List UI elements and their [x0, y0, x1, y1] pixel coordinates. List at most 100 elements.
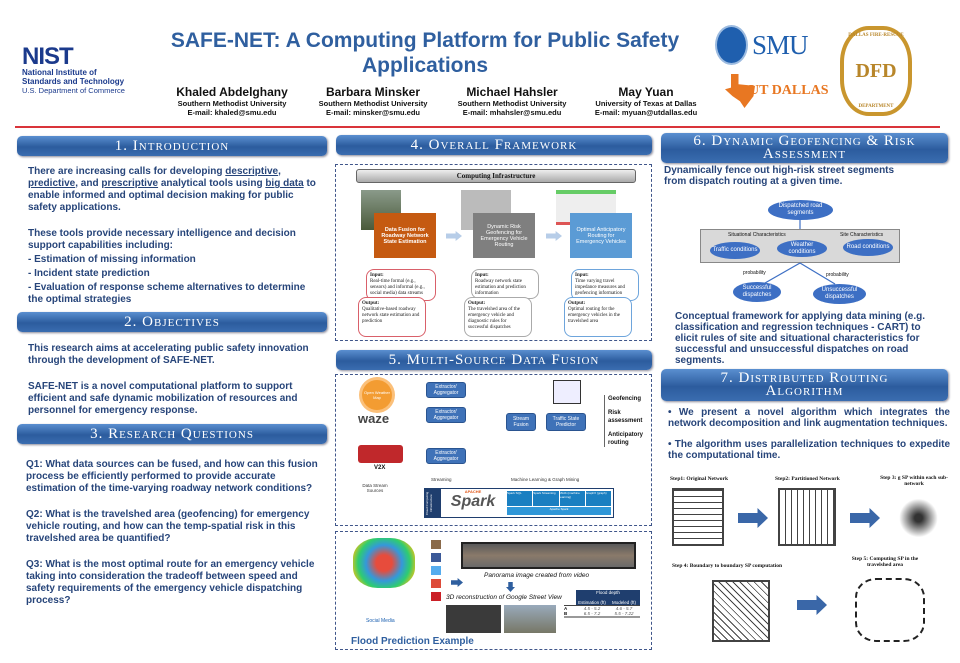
nist-logo: NIST National Institute of Standards and…: [22, 43, 157, 96]
node-successful: Successful dispatches: [733, 282, 781, 302]
nist-line: National Institute of: [22, 68, 97, 77]
cloud-label: Cloud Computing Infrastructure: [425, 489, 441, 517]
original-network-image: [672, 488, 724, 546]
author-email: E-mail: mhahsler@smu.edu: [462, 108, 562, 117]
section-header-introduction: 1. Introduction: [17, 136, 327, 156]
section-header-research-questions: 3. Research Questions: [17, 424, 327, 444]
stage-risk-geofencing: Dynamic Risk Geofencing for Emergency Ve…: [473, 213, 535, 258]
v2x-label: V2X: [374, 465, 386, 471]
bullet: - Evaluation of response scheme alternat…: [28, 282, 306, 305]
author-name: Khaled Abdelghany: [176, 85, 288, 99]
extractor-aggregator: Extractor/ Aggregator: [426, 407, 466, 423]
stage-2-input: Input:Roadway network state estimation a…: [471, 269, 539, 299]
arrow-right-icon: [738, 508, 768, 528]
research-questions-body: Q1: What data sources can be fused, and …: [26, 459, 324, 617]
fusion-figure: Open Weather Map waze V2X Data Stream So…: [335, 374, 652, 526]
author-name: Michael Hahsler: [466, 85, 558, 99]
seal-text-top: DALLAS FIRE-RESCUE: [848, 33, 904, 38]
probability-label: probability: [826, 272, 849, 278]
arrow-right-icon: [850, 508, 880, 528]
ml-label: Machine Learning & Graph Mining: [511, 477, 580, 482]
question: Q1: What data sources can be fused, and …: [26, 459, 318, 494]
boundary-sp-image: [712, 580, 770, 642]
subnetwork-sp-image: [892, 490, 945, 546]
poster-title: SAFE-NET: A Computing Platform for Publi…: [170, 29, 680, 77]
arrow-right-icon: [797, 595, 827, 615]
stage-2-output: Output:The travelshed area of the emerge…: [464, 297, 532, 337]
dallas-fire-rescue-seal: DALLAS FIRE-RESCUE DFD DEPARTMENT: [840, 26, 912, 116]
output-routing: Anticipatory routing: [608, 432, 644, 446]
nist-logo-mark: NIST: [22, 43, 74, 70]
geofencing-diagram: Dispatched road segments Situational Cha…: [700, 198, 945, 306]
street-view-image: [446, 605, 501, 633]
stream-fusion: Stream Fusion: [506, 413, 536, 431]
table-columns: Estimation (ft)Modeled (ft): [576, 595, 640, 605]
routing-bullet: • We present a novel algorithm which int…: [668, 407, 950, 429]
output-geofencing: Geofencing: [608, 396, 642, 402]
author-email: E-mail: khaled@smu.edu: [187, 108, 277, 117]
question: Q2: What is the travelshed area (geofenc…: [26, 509, 310, 544]
smu-wordmark: SMU: [752, 29, 809, 60]
travelshed-sp-image: [855, 578, 925, 642]
texas-shape-icon: [725, 74, 755, 108]
extractor-aggregator: Extractor/ Aggregator: [426, 382, 466, 398]
flood-example-title: Flood Prediction Example: [351, 636, 474, 647]
social-media-cloud-image: [353, 538, 415, 588]
section-header-routing: 7. Distributed Routing Algorithm: [661, 369, 948, 401]
situational-label: Situational Characteristics: [728, 232, 786, 238]
node-road: Road conditions: [843, 239, 893, 256]
step-2-caption: Step2: Partitioned Network: [775, 476, 840, 482]
stage-anticipatory-routing: Optimal Anticipatory Routing for Emergen…: [570, 213, 632, 258]
author-affiliation: University of Texas at Dallas: [595, 99, 697, 108]
author-name: May Yuan: [618, 85, 674, 99]
smu-seal-icon: [715, 25, 748, 65]
section-header-geofencing: 6. Dynamic Geofencing & Risk Assessment: [661, 133, 948, 163]
panorama-caption: Panorama image created from video: [484, 572, 590, 579]
author-name: Barbara Minsker: [325, 85, 421, 99]
output-list: Geofencing Risk assessment Anticipatory …: [604, 395, 648, 447]
arrow-right-icon: [546, 231, 562, 241]
twitter-icon: [431, 566, 441, 575]
header-divider: [15, 126, 940, 128]
network-map-image: [553, 380, 581, 404]
introduction-paragraph-2: These tools provide necessary intelligen…: [28, 228, 296, 251]
panorama-image: [461, 542, 636, 569]
table-header: Flood depth: [576, 590, 640, 595]
section-header-framework: 4. Overall Framework: [336, 135, 652, 155]
arrow-right-icon: [446, 231, 462, 241]
social-icons: [431, 540, 441, 601]
routing-body: • We present a novel algorithm which int…: [668, 407, 950, 471]
output-risk: Risk assessment: [608, 410, 643, 424]
nist-line: Standards and Technology: [22, 77, 125, 86]
bullet: - Incident state prediction: [28, 268, 150, 279]
node-unsuccessful: Unsuccessful dispatches: [813, 284, 866, 304]
seal-monogram: DFD: [855, 59, 897, 82]
author-affiliation: Southern Methodist University: [457, 99, 567, 108]
geofencing-body: Conceptual framework for applying data m…: [675, 311, 926, 366]
node-traffic: Traffic conditions: [710, 242, 760, 259]
flood-figure: Social Media Panorama image created from…: [335, 531, 652, 650]
question: Q3: What is the most optimal route for a…: [26, 559, 315, 606]
author-email: E-mail: myuan@utdallas.edu: [594, 108, 698, 117]
introduction-paragraph-1: There are increasing calls for developin…: [28, 166, 316, 213]
introduction-body: There are increasing calls for developin…: [28, 166, 323, 306]
reconstruction-caption: 3D reconstruction of Google Street View: [446, 594, 562, 601]
step-3-caption: Step 3: g SP within each sub-network: [880, 475, 948, 487]
arrow-down-icon: [506, 582, 515, 592]
streaming-label: Streaming: [431, 477, 452, 482]
utd-logo: UT DALLAS: [725, 74, 829, 108]
partitioned-network-image: [778, 488, 836, 546]
stage-3-output: Output:Optimal routing for the emergency…: [564, 297, 632, 337]
fire-truck-image: [358, 445, 403, 463]
probability-label: probability: [743, 270, 766, 276]
section-header-fusion: 5. Multi-Source Data Fusion: [336, 350, 652, 370]
routing-bullet: • The algorithm uses parallelization tec…: [668, 439, 951, 461]
source-caption: Data Stream Sources: [362, 483, 388, 493]
node-weather: Weather conditions: [777, 240, 827, 257]
